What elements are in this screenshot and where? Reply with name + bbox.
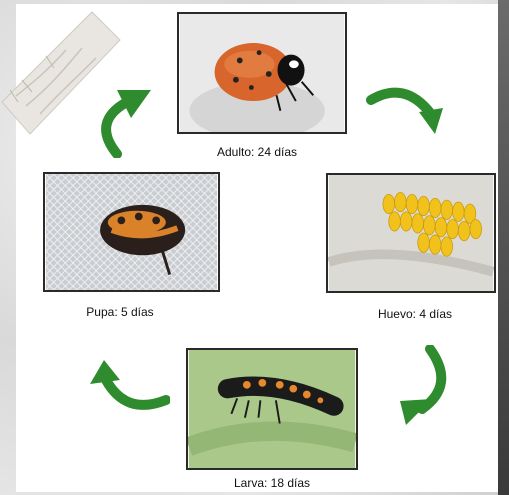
arrow-pupa-to-adult-icon [93, 82, 157, 158]
arrow-larva-to-pupa-icon [86, 358, 170, 416]
pupa-photo [43, 172, 220, 292]
adult-photo [177, 12, 347, 134]
pupa-caption: Pupa: 5 días [60, 305, 180, 319]
ladybug-pupa-image [45, 174, 218, 290]
edge-strip [498, 0, 509, 495]
arrow-adult-to-egg-icon [365, 80, 445, 142]
ladybug-larva-image [188, 350, 356, 468]
larva-caption: Larva: 18 días [212, 476, 332, 490]
ladybug-eggs-image [328, 175, 494, 291]
larva-photo [186, 348, 358, 470]
adult-caption: Adulto: 24 días [197, 145, 317, 159]
egg-caption: Huevo: 4 días [355, 307, 475, 321]
arrow-egg-to-larva-icon [392, 345, 454, 429]
ladybug-adult-image [179, 14, 345, 132]
egg-photo [326, 173, 496, 293]
